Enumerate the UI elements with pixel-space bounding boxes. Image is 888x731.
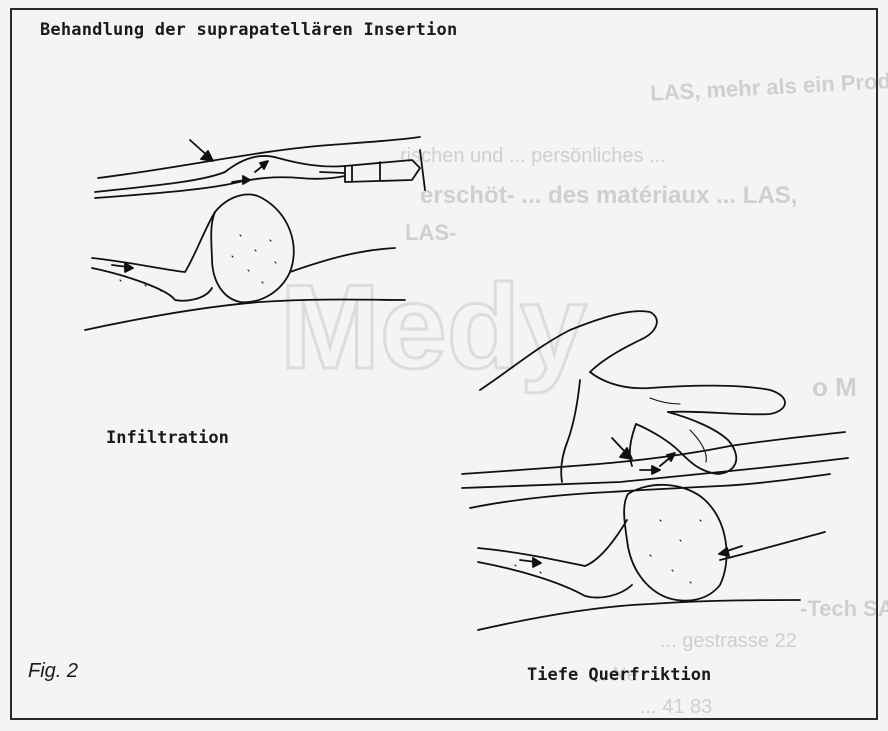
knee-infiltration-illustration: [85, 137, 425, 330]
deep-friction-label: Tiefe Querfriktion: [527, 665, 711, 685]
knee-friction-illustration: [462, 311, 848, 630]
figure-caption: Fig. 2: [28, 660, 78, 683]
infiltration-label: Infiltration: [106, 428, 229, 448]
